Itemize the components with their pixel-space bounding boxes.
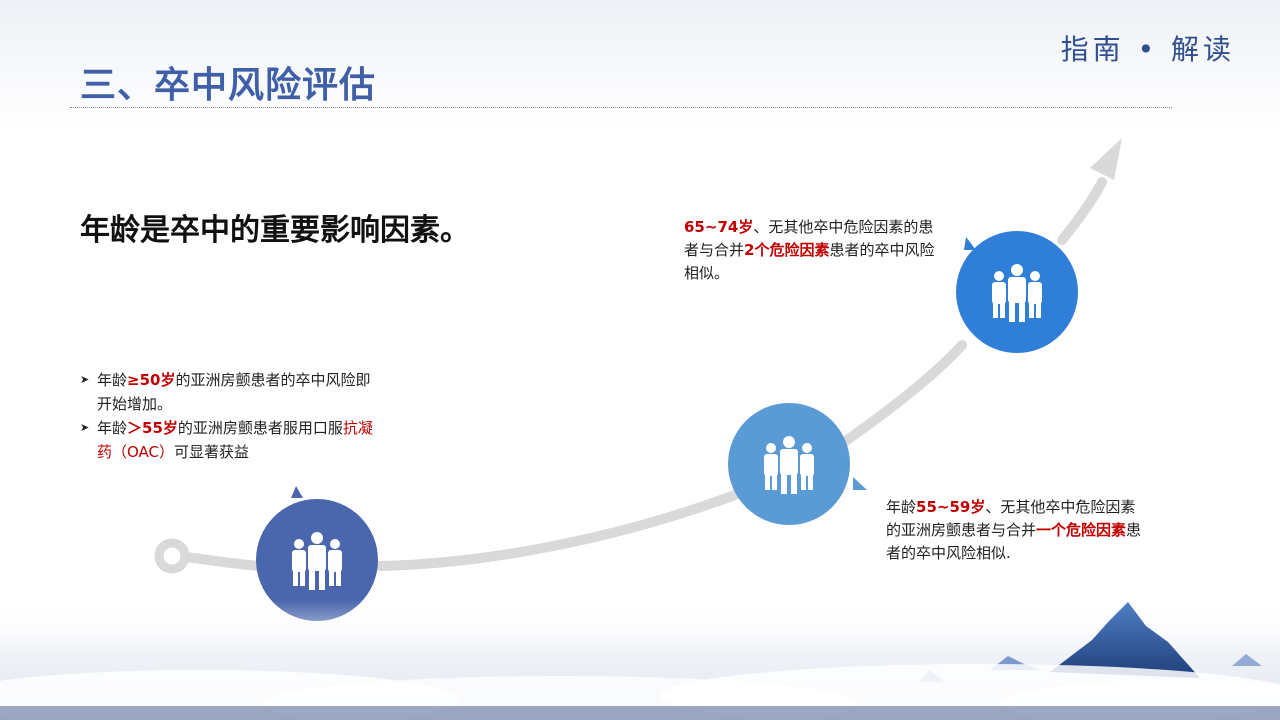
curve-start-ring bbox=[154, 538, 190, 574]
callout-text: 、无其他卒中危险因素的亚洲房颤患者与合并 bbox=[886, 498, 1136, 539]
bullet-highlight: 抗凝药（OAC） bbox=[97, 419, 373, 461]
clouds-mountains-decoration bbox=[0, 600, 1280, 720]
bullet-item: ➤ 年龄≥50岁的亚洲房颤患者的卒中风险即开始增加。 bbox=[80, 368, 380, 416]
triangle-marker-2 bbox=[853, 477, 867, 490]
bullet-text: 的亚洲房颤患者服用口服 bbox=[177, 419, 343, 437]
bullet-text: 年龄 bbox=[97, 371, 128, 389]
callout-highlight: 55~59岁 bbox=[916, 498, 986, 516]
bullet-text: 年龄 bbox=[97, 419, 128, 437]
group-people-icon bbox=[764, 436, 814, 494]
callout-highlight: 2个危险因素 bbox=[744, 241, 830, 259]
page-title: 三、卒中风险评估 bbox=[80, 65, 377, 106]
callout-bottom: 年龄55~59岁、无其他卒中危险因素的亚洲房颤患者与合并一个危险因素患者的卒中风… bbox=[886, 496, 1148, 565]
bullet-arrow-icon: ➤ bbox=[80, 421, 90, 434]
callout-text: 、无其他卒中危险因素的患者与合并 bbox=[684, 218, 934, 259]
curve-arrow-head bbox=[1090, 138, 1122, 180]
bullet-item: ➤ 年龄＞55岁的亚洲房颤患者服用口服抗凝药（OAC）可显著获益 bbox=[80, 416, 380, 464]
bullet-highlight: ≥50岁 bbox=[127, 371, 176, 389]
group-people-icon bbox=[292, 532, 342, 590]
callout-text: 年龄 bbox=[886, 498, 917, 516]
callout-text: 患者的卒中风险相似。 bbox=[684, 241, 935, 282]
header-divider bbox=[70, 107, 1172, 108]
growth-curve bbox=[181, 177, 1107, 571]
bullet-text: 可显著获益 bbox=[174, 443, 250, 461]
bullet-arrow-icon: ➤ bbox=[80, 373, 90, 386]
callout-text: 患者的卒中风险相似. bbox=[886, 521, 1142, 562]
bullet-text: 的亚洲房颤患者的卒中风险即开始增加。 bbox=[97, 371, 371, 413]
callout-highlight: 一个危险因素 bbox=[1036, 521, 1127, 539]
group-people-icon bbox=[992, 264, 1042, 322]
callout-top: 65~74岁、无其他卒中危险因素的患者与合并2个危险因素患者的卒中风险相似。 bbox=[684, 216, 939, 285]
callout-highlight: 65~74岁 bbox=[684, 218, 754, 236]
headline: 年龄是卒中的重要影响因素。 bbox=[80, 213, 470, 248]
bullet-list: ➤年龄≥50岁的亚洲房颤患者的卒中风险即开始增加。 ➤年龄＞55岁的亚洲房颤患者… bbox=[80, 368, 380, 464]
triangle-marker-1 bbox=[291, 486, 303, 498]
triangle-marker-3 bbox=[964, 237, 976, 250]
bullet-highlight: ＞55岁 bbox=[127, 419, 178, 437]
brand-label: 指南 • 解读 bbox=[1060, 33, 1235, 66]
header-background bbox=[0, 0, 1280, 130]
